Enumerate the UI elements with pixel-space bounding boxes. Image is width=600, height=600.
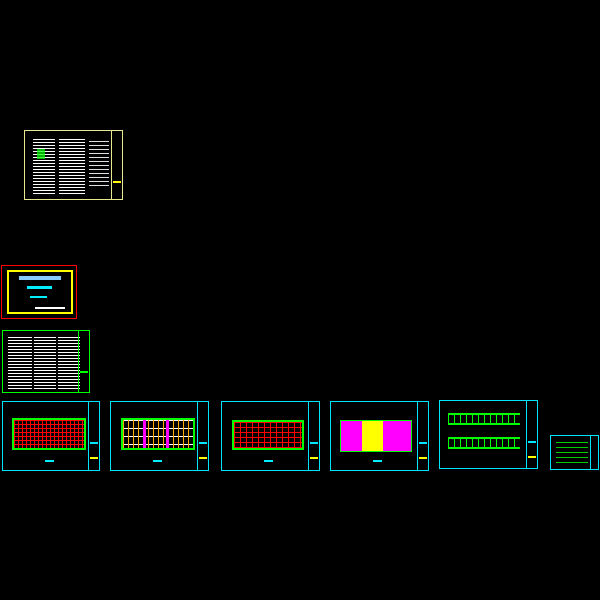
- elevation-upper: [448, 413, 520, 425]
- magenta-columns: [143, 420, 146, 448]
- title-block: [308, 402, 319, 470]
- notes-text-block: [34, 337, 56, 389]
- detail-sheet[interactable]: [550, 435, 599, 470]
- magenta-columns: [166, 420, 169, 448]
- notes-green-highlight: [37, 149, 45, 159]
- plan-sheet-3[interactable]: [221, 401, 320, 471]
- drawing-caption: [264, 460, 273, 462]
- yellow-beam-grid: [121, 418, 195, 450]
- cover-inner-frame: [7, 270, 73, 314]
- drawing-caption: [153, 460, 162, 462]
- general-notes-sheet[interactable]: [2, 330, 90, 393]
- cover-project-title: [19, 276, 61, 280]
- red-beam-grid: [232, 420, 304, 450]
- title-block: [526, 401, 537, 468]
- design-notes-sheet[interactable]: [24, 130, 123, 200]
- title-block: [417, 402, 428, 470]
- title-block: [111, 131, 122, 199]
- roof-panel-plan: [340, 420, 412, 452]
- elevation-lower: [448, 437, 520, 449]
- title-block: [197, 402, 208, 470]
- cover-sheet[interactable]: [1, 265, 77, 319]
- cover-footer: [35, 307, 65, 309]
- drawing-caption: [45, 460, 54, 462]
- title-block: [78, 331, 89, 392]
- elevation-sheet[interactable]: [439, 400, 538, 469]
- notes-text-block: [8, 337, 32, 389]
- red-beam-grid: [12, 418, 86, 450]
- detail-drawing: [556, 442, 588, 466]
- notes-text-block: [58, 337, 80, 389]
- drawing-caption: [373, 460, 382, 462]
- notes-text-block: [59, 139, 85, 194]
- notes-text-block: [33, 139, 55, 194]
- cover-drawing-title: [27, 286, 52, 289]
- plan-sheet-4[interactable]: [330, 401, 429, 471]
- plan-sheet-1[interactable]: [2, 401, 100, 471]
- title-block: [88, 402, 99, 470]
- notes-text-block: [89, 141, 109, 189]
- plan-sheet-2[interactable]: [110, 401, 209, 471]
- cover-subtitle: [30, 296, 47, 298]
- title-block: [590, 436, 598, 469]
